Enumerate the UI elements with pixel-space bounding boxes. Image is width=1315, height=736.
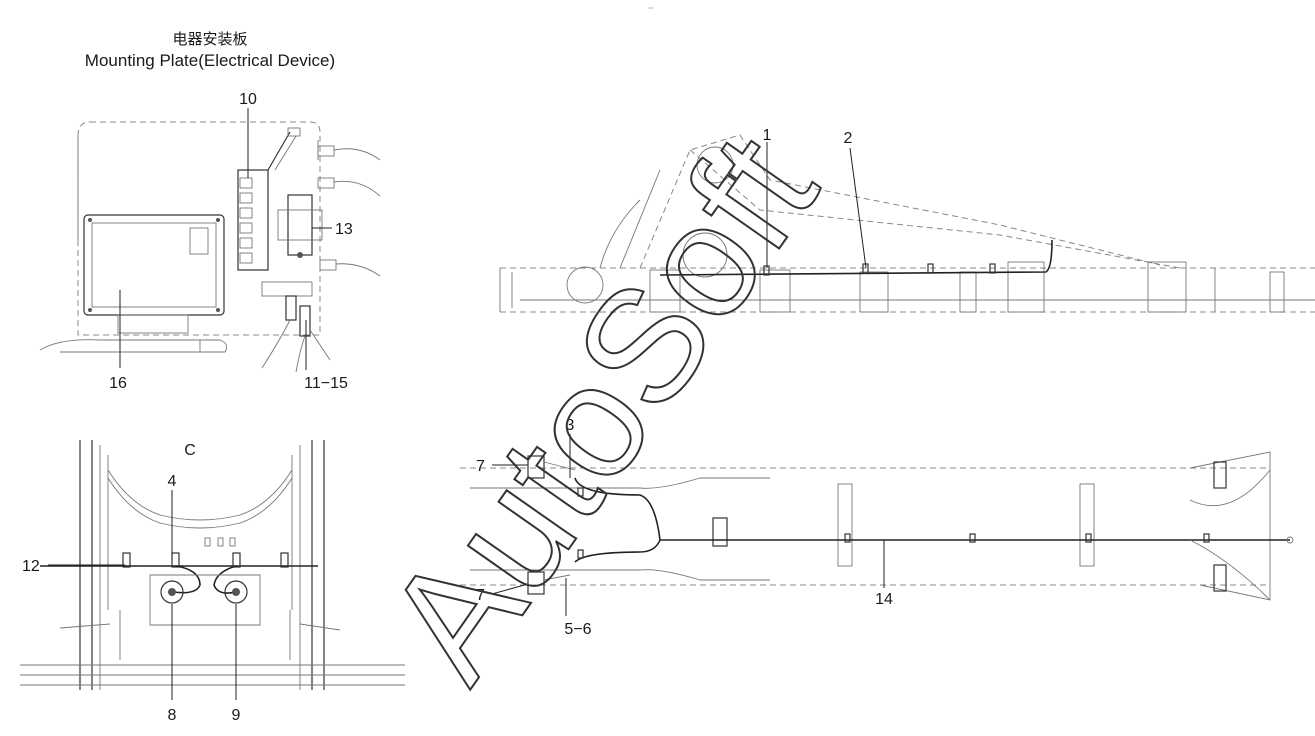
callout-13: 13 <box>335 221 353 238</box>
header-mark: °° <box>648 6 654 14</box>
watermark: AutoSoft <box>351 104 850 709</box>
section-c-label: C <box>184 442 196 459</box>
plan-view: 3 7 7 5−6 14 <box>460 417 1294 638</box>
callout-2: 2 <box>844 130 853 147</box>
callout-3: 3 <box>566 417 575 434</box>
callout-11-15: 11−15 <box>304 375 348 392</box>
mounting-plate-view: 电器安装板 Mounting Plate(Electrical Device) <box>39 30 381 392</box>
mounting-plate-title-en: Mounting Plate(Electrical Device) <box>85 51 335 70</box>
callout-14: 14 <box>875 591 893 608</box>
mounting-plate-title-cn: 电器安装板 <box>172 30 247 48</box>
callout-12: 12 <box>22 558 40 575</box>
side-view: 1 2 <box>499 127 1315 313</box>
callout-16: 16 <box>109 375 127 392</box>
callout-9: 9 <box>232 707 241 724</box>
callout-8: 8 <box>168 707 177 724</box>
callout-7-lower: 7 <box>476 587 485 604</box>
callout-10: 10 <box>239 91 257 108</box>
callout-1: 1 <box>763 127 772 144</box>
callout-5-6: 5−6 <box>564 621 591 638</box>
callout-7-upper: 7 <box>476 458 485 475</box>
section-c-view: C 4 12 8 9 <box>20 440 405 724</box>
callout-4: 4 <box>168 473 177 490</box>
